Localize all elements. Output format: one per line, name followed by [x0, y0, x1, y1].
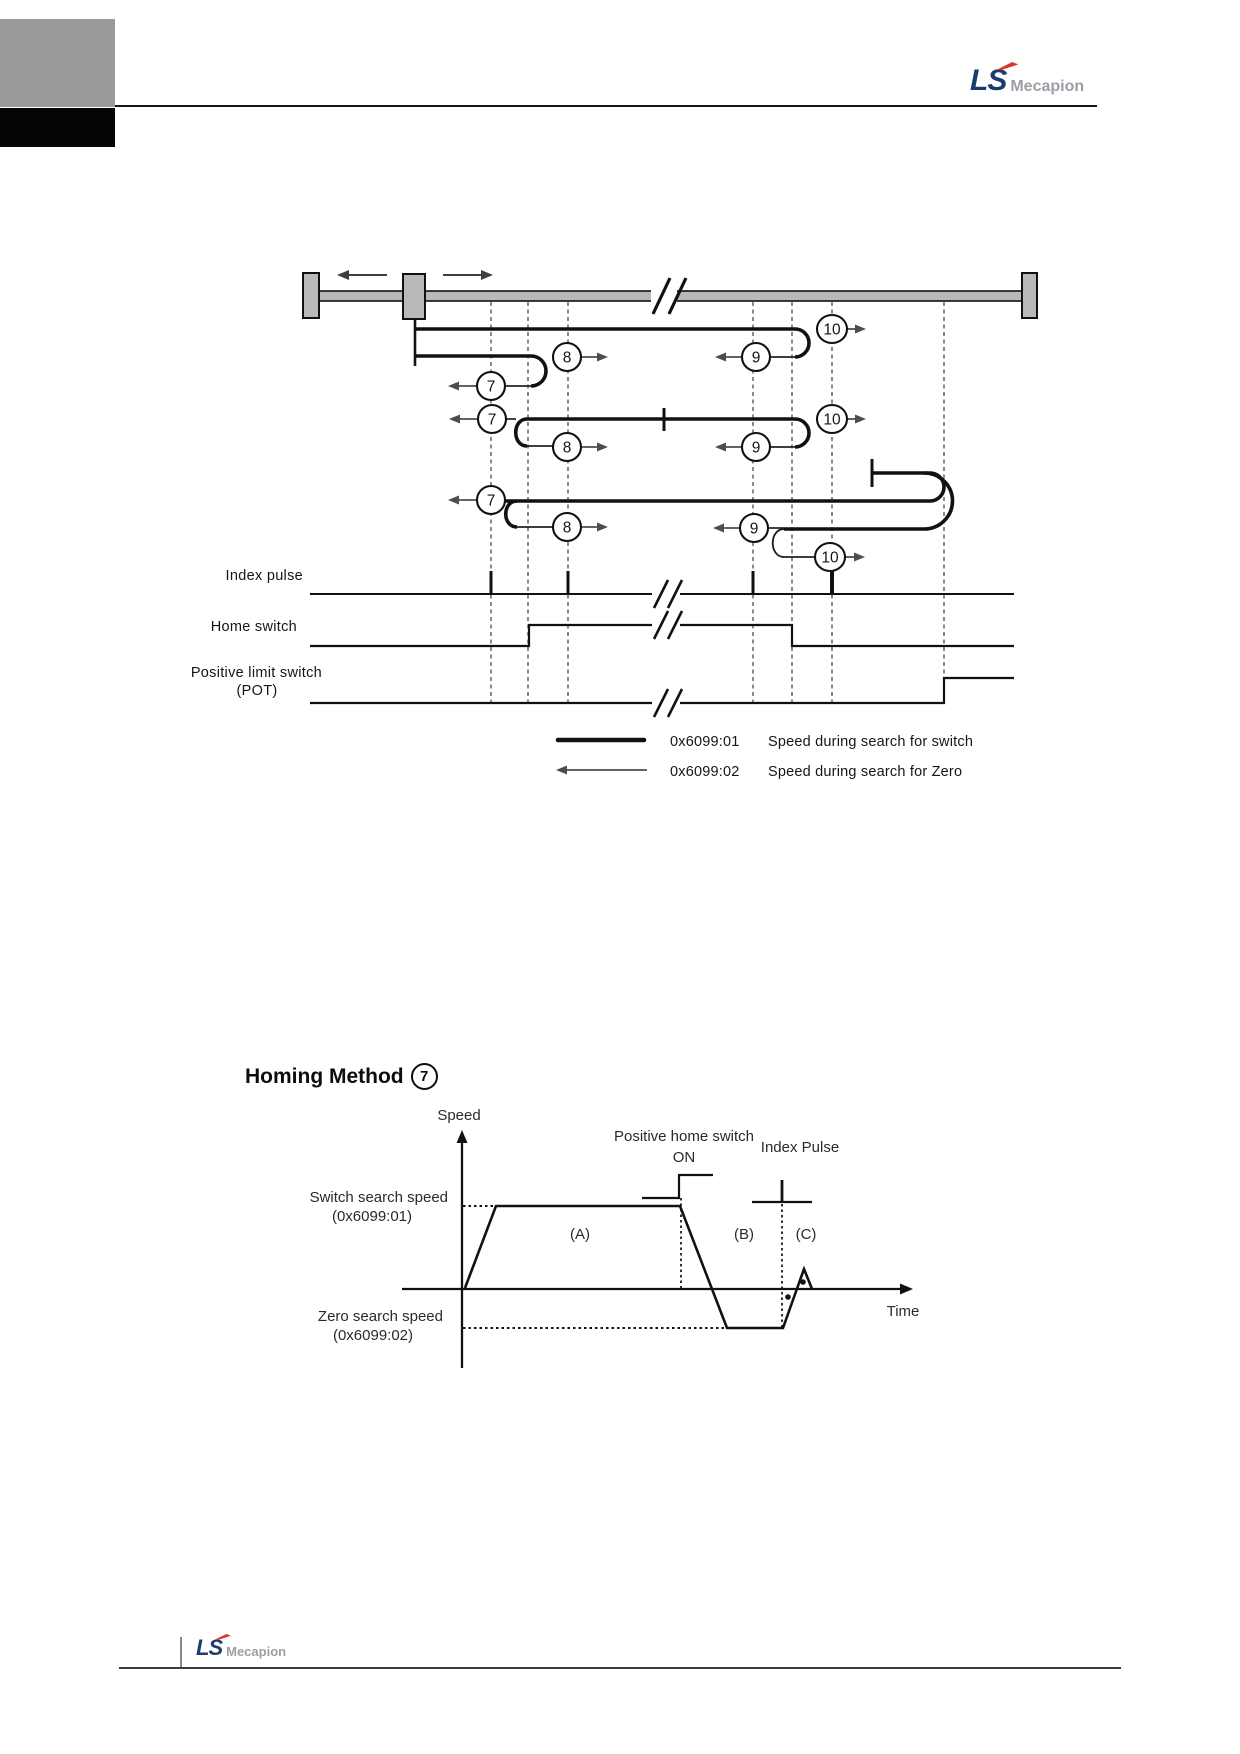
header-black-tab [0, 108, 115, 147]
method-7-badge: 7 [448, 484, 507, 516]
phase-c-label: (C) [796, 1226, 817, 1243]
method-8-badge: 8 [551, 341, 608, 373]
svg-text:9: 9 [750, 521, 759, 538]
switch-speed-path [415, 327, 811, 359]
positive-home-switch-label: Positive home switch [614, 1128, 754, 1145]
legend-code-2: 0x6099:02 [670, 764, 740, 780]
method-8-badge: 8 [551, 511, 608, 543]
switch-search-speed-label: Switch search speed [310, 1189, 448, 1206]
on-label: ON [673, 1149, 696, 1166]
method-badges: 7 8 9 10 [448, 313, 866, 573]
method-9-badge: 9 [715, 431, 772, 463]
index-pulse-mini-waveform: Index Pulse [752, 1139, 839, 1204]
pot-label-line1: Positive limit switch [191, 665, 322, 681]
switch-speed-path [415, 354, 548, 388]
logo-brand-text: Mecapion [1010, 78, 1085, 95]
header-rule [115, 105, 1097, 107]
method-8-badge: 8 [551, 431, 608, 463]
svg-text:10: 10 [823, 412, 841, 429]
method-10-badge: 10 [815, 313, 866, 345]
home-switch-mini-waveform: Positive home switch ON [614, 1128, 754, 1200]
pot-label-line2: (POT) [237, 683, 278, 699]
x-axis-arrowhead [900, 1283, 913, 1295]
header-gray-tab [0, 19, 115, 107]
logo-brand-text: Mecapion [226, 1644, 287, 1659]
rail-slider-block [402, 273, 426, 320]
svg-text:10: 10 [821, 550, 839, 567]
legend-desc-2: Speed during search for Zero [768, 764, 962, 780]
rail-break-slash [667, 277, 688, 315]
trajectory-group-2 [506, 408, 811, 449]
pot-reverse-outer [923, 471, 955, 531]
rail-break-slash [651, 277, 672, 315]
legend-code-1: 0x6099:01 [670, 734, 740, 750]
zero-search-speed-label: Zero search speed [318, 1308, 443, 1325]
footer-divider [180, 1637, 182, 1668]
reverse-turn [503, 499, 518, 529]
rail-assembly [302, 270, 1038, 320]
diagram-legend: 0x6099:01 Speed during search for switch… [555, 734, 973, 780]
ls-logo-mark: LS [196, 1634, 232, 1659]
home-position-dot [800, 1279, 806, 1285]
legend-desc-1: Speed during search for switch [768, 734, 973, 750]
legend-zero-speed-line [556, 765, 647, 775]
home-switch-signal: Home switch [211, 610, 1014, 648]
svg-text:10: 10 [823, 322, 841, 339]
section-title: Homing Method [245, 1064, 404, 1088]
index-pulse-label: Index Pulse [761, 1139, 839, 1156]
ls-logo-mark: LS [970, 62, 1019, 96]
trajectory-group-3 [503, 459, 955, 558]
method-9-badge: 9 [713, 512, 770, 544]
section-heading: Homing Method 7 [245, 1063, 438, 1090]
svg-text:8: 8 [563, 520, 572, 537]
y-axis-label: Speed [437, 1107, 480, 1124]
home-switch-label: Home switch [211, 619, 297, 635]
reverse-turn-thin [771, 528, 785, 558]
rail-break-gap [651, 287, 677, 305]
index-pulse-label: Index pulse [226, 568, 303, 584]
rail-left-endstop [302, 272, 320, 319]
svg-text:8: 8 [563, 440, 572, 457]
speed-profile-curve [463, 1204, 814, 1330]
svg-text:7: 7 [487, 493, 496, 510]
svg-text:8: 8 [563, 350, 572, 367]
phase-b-label: (B) [734, 1226, 754, 1243]
y-axis-arrowhead [456, 1130, 468, 1143]
svg-text:7: 7 [488, 412, 497, 429]
svg-text:9: 9 [752, 440, 761, 457]
method-7-badge: 7 [448, 370, 507, 402]
phase-a-label: (A) [570, 1226, 590, 1243]
section-method-number: 7 [410, 1063, 438, 1090]
rail-right-endstop [1021, 272, 1038, 319]
method-10-badge: 10 [813, 541, 865, 573]
switch-search-speed-code: (0x6099:01) [332, 1208, 412, 1225]
footer-rule [119, 1667, 1121, 1669]
method-9-badge: 9 [715, 341, 772, 373]
method-10-badge: 10 [815, 403, 866, 435]
zero-crossing-dot [785, 1294, 791, 1300]
logo-swoosh-icon [214, 1634, 232, 1640]
speed-time-graph: Speed Time Switch search speed (0x6099:0… [310, 1107, 920, 1368]
trajectory-group-1 [413, 319, 811, 388]
reverse-turn [513, 417, 528, 448]
positive-limit-switch-signal: Positive limit switch (POT) [191, 665, 1014, 718]
svg-text:7: 7 [487, 379, 496, 396]
method-7-badge: 7 [449, 403, 508, 435]
header-logo: LS Mecapion [970, 62, 1085, 96]
logo-swoosh-icon [996, 62, 1019, 70]
x-axis-label: Time [887, 1303, 920, 1320]
footer-logo: LS Mecapion [196, 1634, 287, 1659]
left-direction-arrow [337, 270, 387, 280]
svg-text:9: 9 [752, 350, 761, 367]
right-direction-arrow [443, 270, 493, 280]
zero-search-speed-code: (0x6099:02) [333, 1327, 413, 1344]
switch-speed-path [527, 417, 811, 449]
index-pulse-signal: Index pulse [226, 568, 1014, 609]
